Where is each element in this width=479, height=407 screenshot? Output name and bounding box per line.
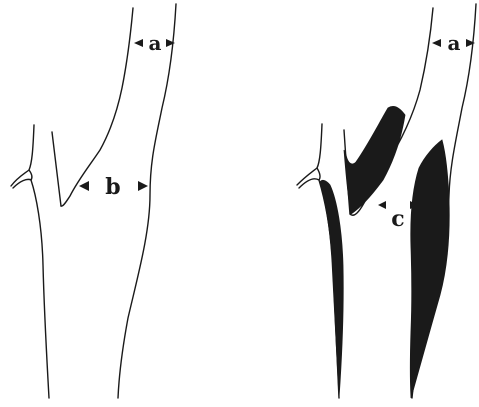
left-a-arrow-left [134, 39, 143, 47]
left-dimension-a: a [134, 31, 175, 55]
left-b-arrow-left [79, 181, 89, 191]
left-b-arrow-right [138, 181, 148, 191]
right-mass-fork [344, 106, 405, 214]
left-label-b: b [105, 174, 120, 200]
left-panel: a b [11, 4, 176, 398]
left-fork [52, 132, 61, 206]
right-dimension-a: a [432, 31, 475, 55]
right-a-arrow-left [432, 39, 441, 47]
right-c-arrow-left [378, 201, 386, 209]
right-mass-left [320, 180, 343, 398]
left-branch-hook [29, 170, 32, 180]
right-mass-right [410, 140, 449, 398]
right-label-a: a [448, 31, 461, 55]
right-panel: a c [297, 4, 476, 398]
left-label-a: a [149, 31, 162, 55]
left-stem-left-edge [61, 8, 133, 206]
left-dimension-b: b [79, 174, 148, 200]
left-branch-upper [11, 125, 34, 186]
left-branch-lower [13, 179, 49, 398]
right-branch-hook [317, 168, 320, 180]
right-branch-upper [297, 124, 322, 185]
right-label-c: c [391, 206, 404, 232]
